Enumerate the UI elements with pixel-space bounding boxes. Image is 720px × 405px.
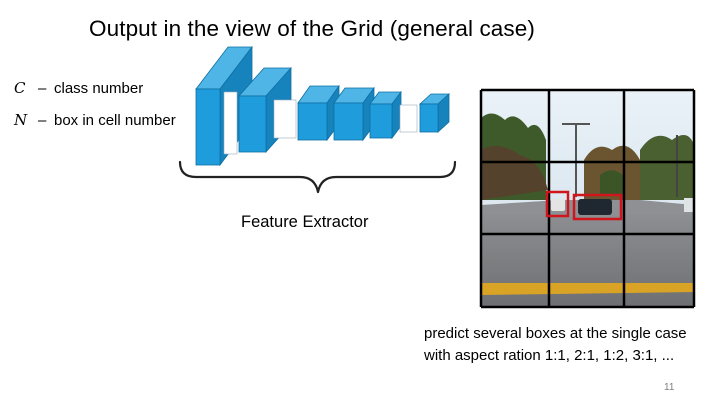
legend-text-box: box in cell number (54, 112, 176, 129)
caption-line-2: with aspect ration 1:1, 2:1, 1:2, 3:1, .… (424, 347, 675, 364)
legend-symbol-c: C (14, 79, 26, 97)
cnn-gap-slab (399, 104, 418, 133)
detection-box-large (572, 193, 623, 221)
caption-line-1: predict several boxes at the single case (424, 325, 687, 342)
legend-dash: – (38, 112, 47, 129)
detection-box-small (545, 190, 570, 218)
page-number: 11 (664, 382, 675, 393)
feature-extractor-label: Feature Extractor (241, 213, 369, 231)
photo-content (481, 90, 694, 307)
cnn-block-5 (369, 90, 402, 140)
curly-brace-icon (178, 160, 457, 194)
slide-title: Output in the view of the Grid (general … (89, 16, 535, 41)
cnn-gap-slab (223, 91, 238, 155)
legend-box-number: N–box in cell number (14, 111, 176, 129)
grid-overlay (479, 88, 696, 309)
legend-dash: – (38, 80, 47, 97)
legend-text-class: class number (54, 80, 144, 97)
legend-class-number: C–class number (14, 79, 143, 97)
legend-symbol-n: N (14, 111, 28, 129)
cnn-gap-slab (273, 99, 297, 139)
cnn-block-6 (418, 93, 451, 133)
